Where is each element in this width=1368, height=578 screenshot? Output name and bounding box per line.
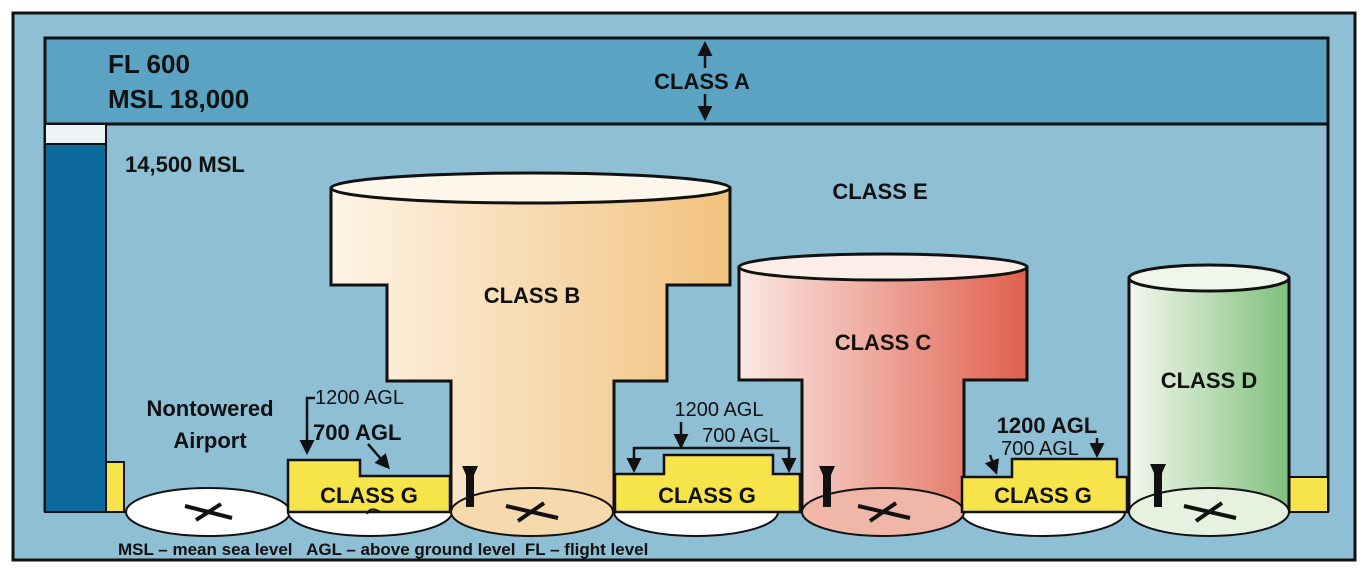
class-d-top xyxy=(1127,263,1291,293)
control-tower-icon xyxy=(1150,464,1166,507)
class-b-g-700-bracket xyxy=(626,446,797,473)
nontowered-700-label: 700 AGL xyxy=(313,420,401,445)
class-g-label-2: CLASS G xyxy=(658,483,756,508)
class-g-label-3: CLASS G xyxy=(994,483,1092,508)
msl-18000-label: MSL 18,000 xyxy=(108,84,249,114)
right-class-g-strip xyxy=(1287,476,1329,513)
control-tower-icon xyxy=(462,466,478,507)
left-class-g-strip xyxy=(105,461,125,513)
class-d-label: CLASS D xyxy=(1161,368,1258,393)
airport-mark xyxy=(366,508,381,515)
control-tower-icon xyxy=(819,466,835,507)
class-d-airspace xyxy=(1127,276,1291,514)
legend: MSL – mean sea level AGL – above ground … xyxy=(118,540,648,560)
nontowered-1200-arrow xyxy=(299,396,315,455)
legend-fl: FL – flight level xyxy=(524,540,649,559)
nontowered-label-line2: Airport xyxy=(173,428,247,453)
class-a-label: CLASS A xyxy=(654,69,750,94)
nontowered-1200-label: 1200 AGL xyxy=(315,387,404,409)
class-g-block-nontowered xyxy=(286,458,452,514)
class-b-g-700-label: 700 AGL xyxy=(702,425,780,447)
runway-icon xyxy=(184,502,233,522)
class-c-label: CLASS C xyxy=(835,330,932,355)
class-b-g-1200-label: 1200 AGL xyxy=(675,399,764,421)
class-c-top xyxy=(737,252,1029,282)
class-c-g-1200-label: 1200 AGL xyxy=(997,413,1098,438)
fl-600-label: FL 600 xyxy=(108,49,190,79)
class-e-label: CLASS E xyxy=(832,179,927,204)
runway-icon xyxy=(857,501,911,523)
nontowered-label-line1: Nontowered xyxy=(146,396,273,421)
altitude-column xyxy=(44,143,107,513)
class-b-label: CLASS B xyxy=(484,283,581,308)
runway-icon xyxy=(1183,501,1237,523)
legend-agl: AGL – above ground level xyxy=(306,540,516,559)
nontowered-700-arrow xyxy=(367,443,390,470)
class-c-g-700-arrow xyxy=(984,454,1000,475)
class-g-label-1: CLASS G xyxy=(320,483,418,508)
altitude-column-top xyxy=(44,123,107,145)
legend-msl: MSL – mean sea level xyxy=(118,540,293,559)
class-b-top xyxy=(329,171,732,205)
class-g-block-class-c xyxy=(960,457,1129,514)
class-c-g-700-label: 700 AGL xyxy=(1001,438,1079,460)
msl-14500-label: 14,500 MSL xyxy=(125,152,245,177)
runway-icon xyxy=(505,501,559,523)
class-a-band xyxy=(43,36,1330,126)
